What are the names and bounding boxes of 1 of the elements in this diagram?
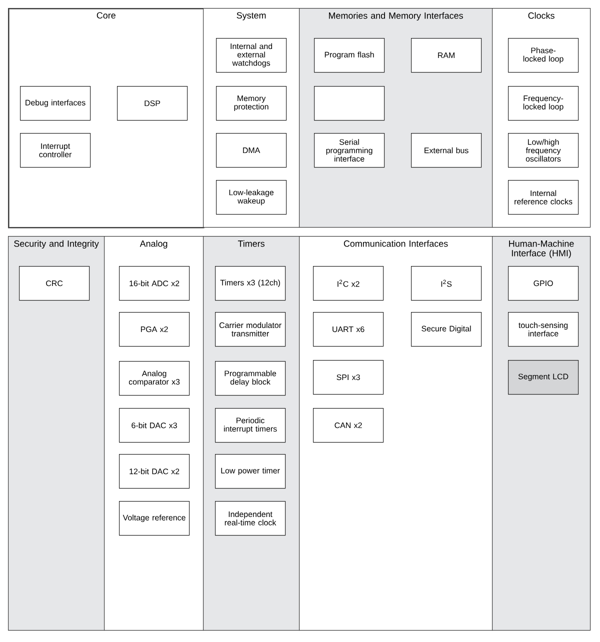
block-box bbox=[314, 86, 385, 121]
